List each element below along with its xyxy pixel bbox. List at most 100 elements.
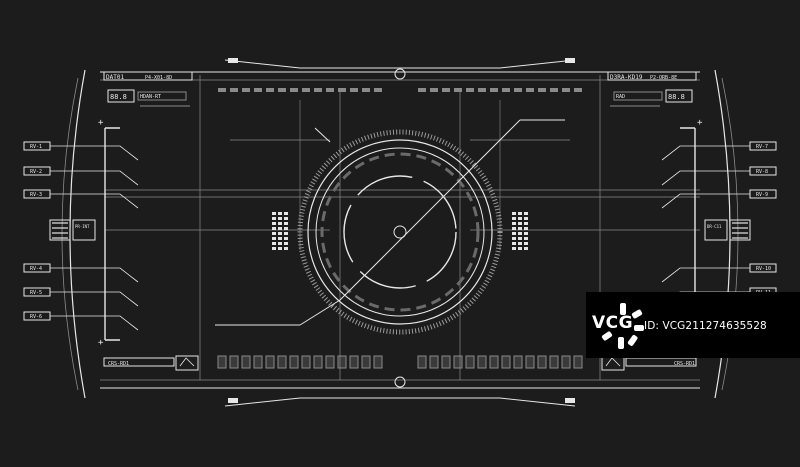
bottom-segment: [229, 355, 239, 369]
bar-stack-cell: [512, 227, 516, 230]
vcg-logo-icon: [601, 303, 644, 349]
top-center-wing: [224, 59, 576, 69]
side-tag-right-label: RV-10: [756, 266, 771, 272]
bottom-segment: [417, 355, 427, 369]
bottom-right-chip: [565, 398, 575, 403]
bar-stack-cell: [278, 212, 282, 215]
top-left-tag: HDAN-RT: [140, 94, 161, 100]
bottom-segment: [277, 355, 287, 369]
bar-stack-cell: [272, 227, 276, 230]
bar-stack-cell: [278, 237, 282, 240]
top-right-chip: [565, 58, 575, 63]
bottom-segment: [325, 355, 335, 369]
bar-stack-cell: [284, 247, 288, 250]
bottom-right-icon-box: [601, 355, 625, 371]
side-tag-left-label: RV-5: [30, 290, 42, 296]
top-segment: [362, 88, 370, 92]
side-tag-right-elbow: [661, 145, 695, 161]
bottom-left-icon-box: [175, 355, 199, 371]
bottom-segment: [361, 355, 371, 369]
bottom-segment: [573, 355, 583, 369]
reticle-ring-mid: [315, 147, 485, 317]
reticle-ring-inner: [343, 175, 457, 289]
bar-stack-cell: [272, 222, 276, 225]
bar-stack-cell: [284, 232, 288, 235]
bar-stack-cell: [284, 242, 288, 245]
top-right-tag: RAD: [616, 94, 625, 100]
top-segment: [374, 88, 382, 92]
bar-stack-cell: [272, 247, 276, 250]
top-left-readout-value: 88.8: [110, 93, 127, 101]
left-plus: +: [98, 118, 104, 128]
bar-stack-cell: [524, 212, 528, 215]
bar-stack-cell: [284, 237, 288, 240]
bar-stack-cell: [524, 232, 528, 235]
bar-stack-cell: [284, 212, 288, 215]
bottom-segment: [289, 355, 299, 369]
bar-stack-cell: [284, 227, 288, 230]
bar-stack-cell: [512, 212, 516, 215]
bar-stack-cell: [524, 227, 528, 230]
bottom-segment: [477, 355, 487, 369]
bottom-segment: [217, 355, 227, 369]
bottom-segment: [301, 355, 311, 369]
top-segment: [302, 88, 310, 92]
top-segment: [230, 88, 238, 92]
bar-stack-cell: [278, 217, 282, 220]
watermark-brand: VCG: [592, 313, 634, 333]
left-plus-bottom: +: [98, 338, 104, 348]
bottom-segment: [373, 355, 383, 369]
side-tag-left-label: RV-2: [30, 169, 42, 175]
top-segment: [350, 88, 358, 92]
bar-stack-cell: [524, 222, 528, 225]
top-segment: [278, 88, 286, 92]
bar-stack-cell: [512, 237, 516, 240]
top-segment: [314, 88, 322, 92]
bar-stack-cell: [512, 222, 516, 225]
top-right-code: D3RA-KD19: [610, 74, 643, 81]
bar-stack-cell: [512, 247, 516, 250]
bar-stack-cell: [512, 217, 516, 220]
bottom-left-chip: [228, 398, 238, 403]
top-right-readout-value: 88.8: [668, 93, 685, 101]
bar-stack-cell: [518, 222, 522, 225]
right-mid-panel: [704, 219, 728, 241]
bottom-segment: [537, 355, 547, 369]
bar-stack-cell: [518, 217, 522, 220]
left-inner-bracket: [104, 127, 120, 341]
top-segment: [526, 88, 534, 92]
top-center-node: [394, 68, 406, 80]
side-tag-right-elbow: [661, 170, 695, 186]
side-tag-left-elbow: [105, 291, 139, 307]
top-segment: [514, 88, 522, 92]
bar-stack-cell: [524, 247, 528, 250]
bar-stack-cell: [524, 237, 528, 240]
top-segment: [418, 88, 426, 92]
bar-stack-cell: [272, 232, 276, 235]
bar-stack-cell: [518, 212, 522, 215]
top-left-code: DAT01: [106, 74, 124, 81]
crosshair-reticle-icon: [297, 129, 503, 335]
top-segment: [442, 88, 450, 92]
top-segment: [242, 88, 250, 92]
top-segment: [266, 88, 274, 92]
bar-stack-cell: [272, 212, 276, 215]
top-right-tag-box: [613, 91, 663, 101]
top-segment: [290, 88, 298, 92]
reticle-dash-ring: [320, 152, 480, 312]
right-mid-grid: [729, 219, 751, 241]
bottom-segment: [265, 355, 275, 369]
bottom-segment: [313, 355, 323, 369]
top-segment: [338, 88, 346, 92]
side-tag-left-elbow: [105, 315, 139, 331]
watermark-badge: VCG ID: VCG211274635528: [586, 292, 800, 358]
left-mid-panel: [72, 219, 96, 241]
bar-stack-cell: [284, 222, 288, 225]
bottom-segment: [441, 355, 451, 369]
bar-stack-cell: [518, 242, 522, 245]
bar-stack-cell: [278, 232, 282, 235]
top-right-panel: [607, 71, 697, 81]
reticle-bottom-left-line-2: [299, 299, 341, 326]
side-tag-right-elbow: [661, 267, 695, 283]
